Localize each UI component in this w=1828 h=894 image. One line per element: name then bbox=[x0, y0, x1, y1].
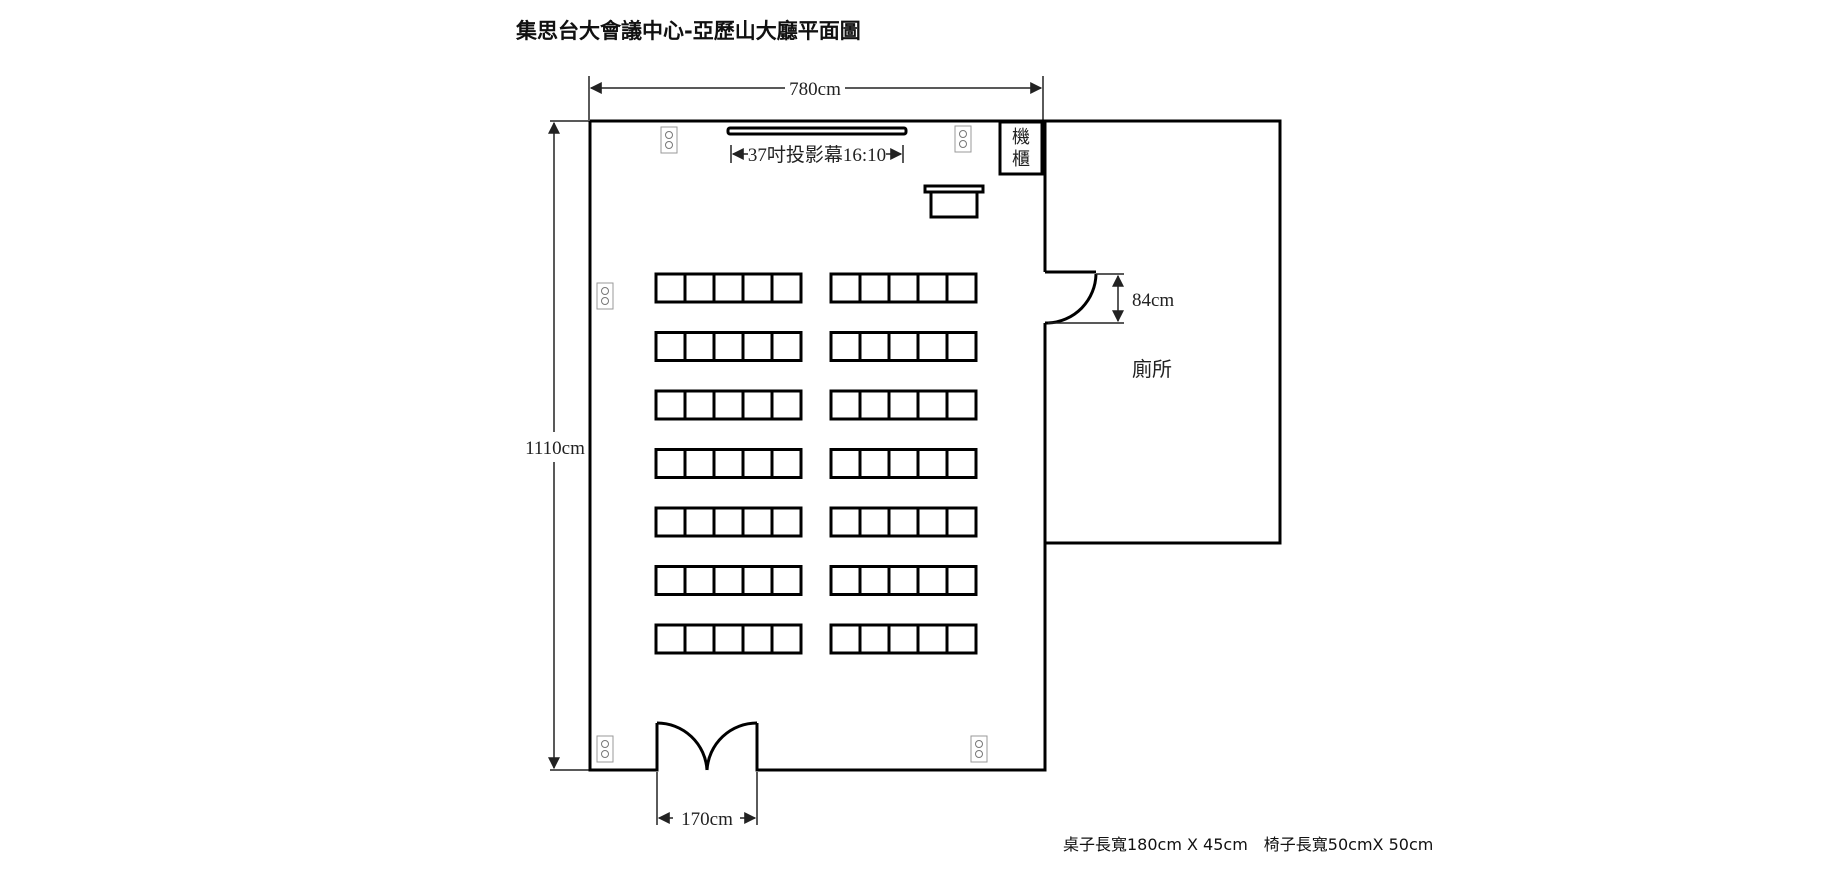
power-outlet-icon bbox=[970, 735, 988, 763]
desk bbox=[654, 565, 803, 596]
desk bbox=[829, 565, 978, 596]
equipment-rack: 機 櫃 bbox=[998, 120, 1044, 176]
podium-icon bbox=[923, 184, 985, 219]
power-outlet-icon bbox=[660, 126, 678, 154]
restroom-door-icon bbox=[1047, 273, 1098, 325]
width-dimension: 780cm bbox=[588, 76, 1044, 120]
height-label: 1110cm bbox=[525, 438, 585, 459]
desk bbox=[654, 623, 803, 655]
power-outlet-icon bbox=[954, 125, 972, 153]
width-label: 780cm bbox=[789, 79, 841, 100]
desk bbox=[829, 331, 978, 362]
restroom: 84cm 廁所 bbox=[1045, 119, 1282, 545]
height-dimension: 1110cm bbox=[525, 120, 590, 771]
desk bbox=[829, 448, 978, 479]
power-outlet-icon bbox=[596, 735, 614, 763]
rack-label-line2: 櫃 bbox=[1012, 149, 1030, 170]
desk bbox=[654, 331, 803, 362]
desk bbox=[829, 506, 978, 538]
desk bbox=[654, 272, 803, 304]
restroom-door-label: 84cm bbox=[1132, 290, 1174, 311]
door-width-label: 170cm bbox=[681, 809, 733, 830]
projection-screen-icon: 37吋投影幕16:10 bbox=[726, 126, 908, 166]
restroom-label: 廁所 bbox=[1132, 357, 1172, 381]
rack-label-line1: 機 bbox=[1012, 127, 1030, 148]
desk-layout bbox=[654, 272, 978, 655]
desk bbox=[829, 389, 978, 421]
desk bbox=[654, 506, 803, 538]
desk bbox=[829, 623, 978, 655]
double-door-icon: 170cm bbox=[656, 721, 758, 830]
desk bbox=[654, 389, 803, 421]
desk bbox=[654, 448, 803, 479]
power-outlet-icon bbox=[596, 282, 614, 310]
page-title: 集思台大會議中心-亞歷山大廳平面圖 bbox=[515, 19, 861, 43]
desk bbox=[829, 272, 978, 304]
screen-label: 37吋投影幕16:10 bbox=[748, 144, 886, 166]
outlets bbox=[596, 125, 988, 763]
furniture-note: 桌子長寬180cm X 45cm 椅子長寬50cmX 50cm bbox=[1063, 835, 1433, 854]
